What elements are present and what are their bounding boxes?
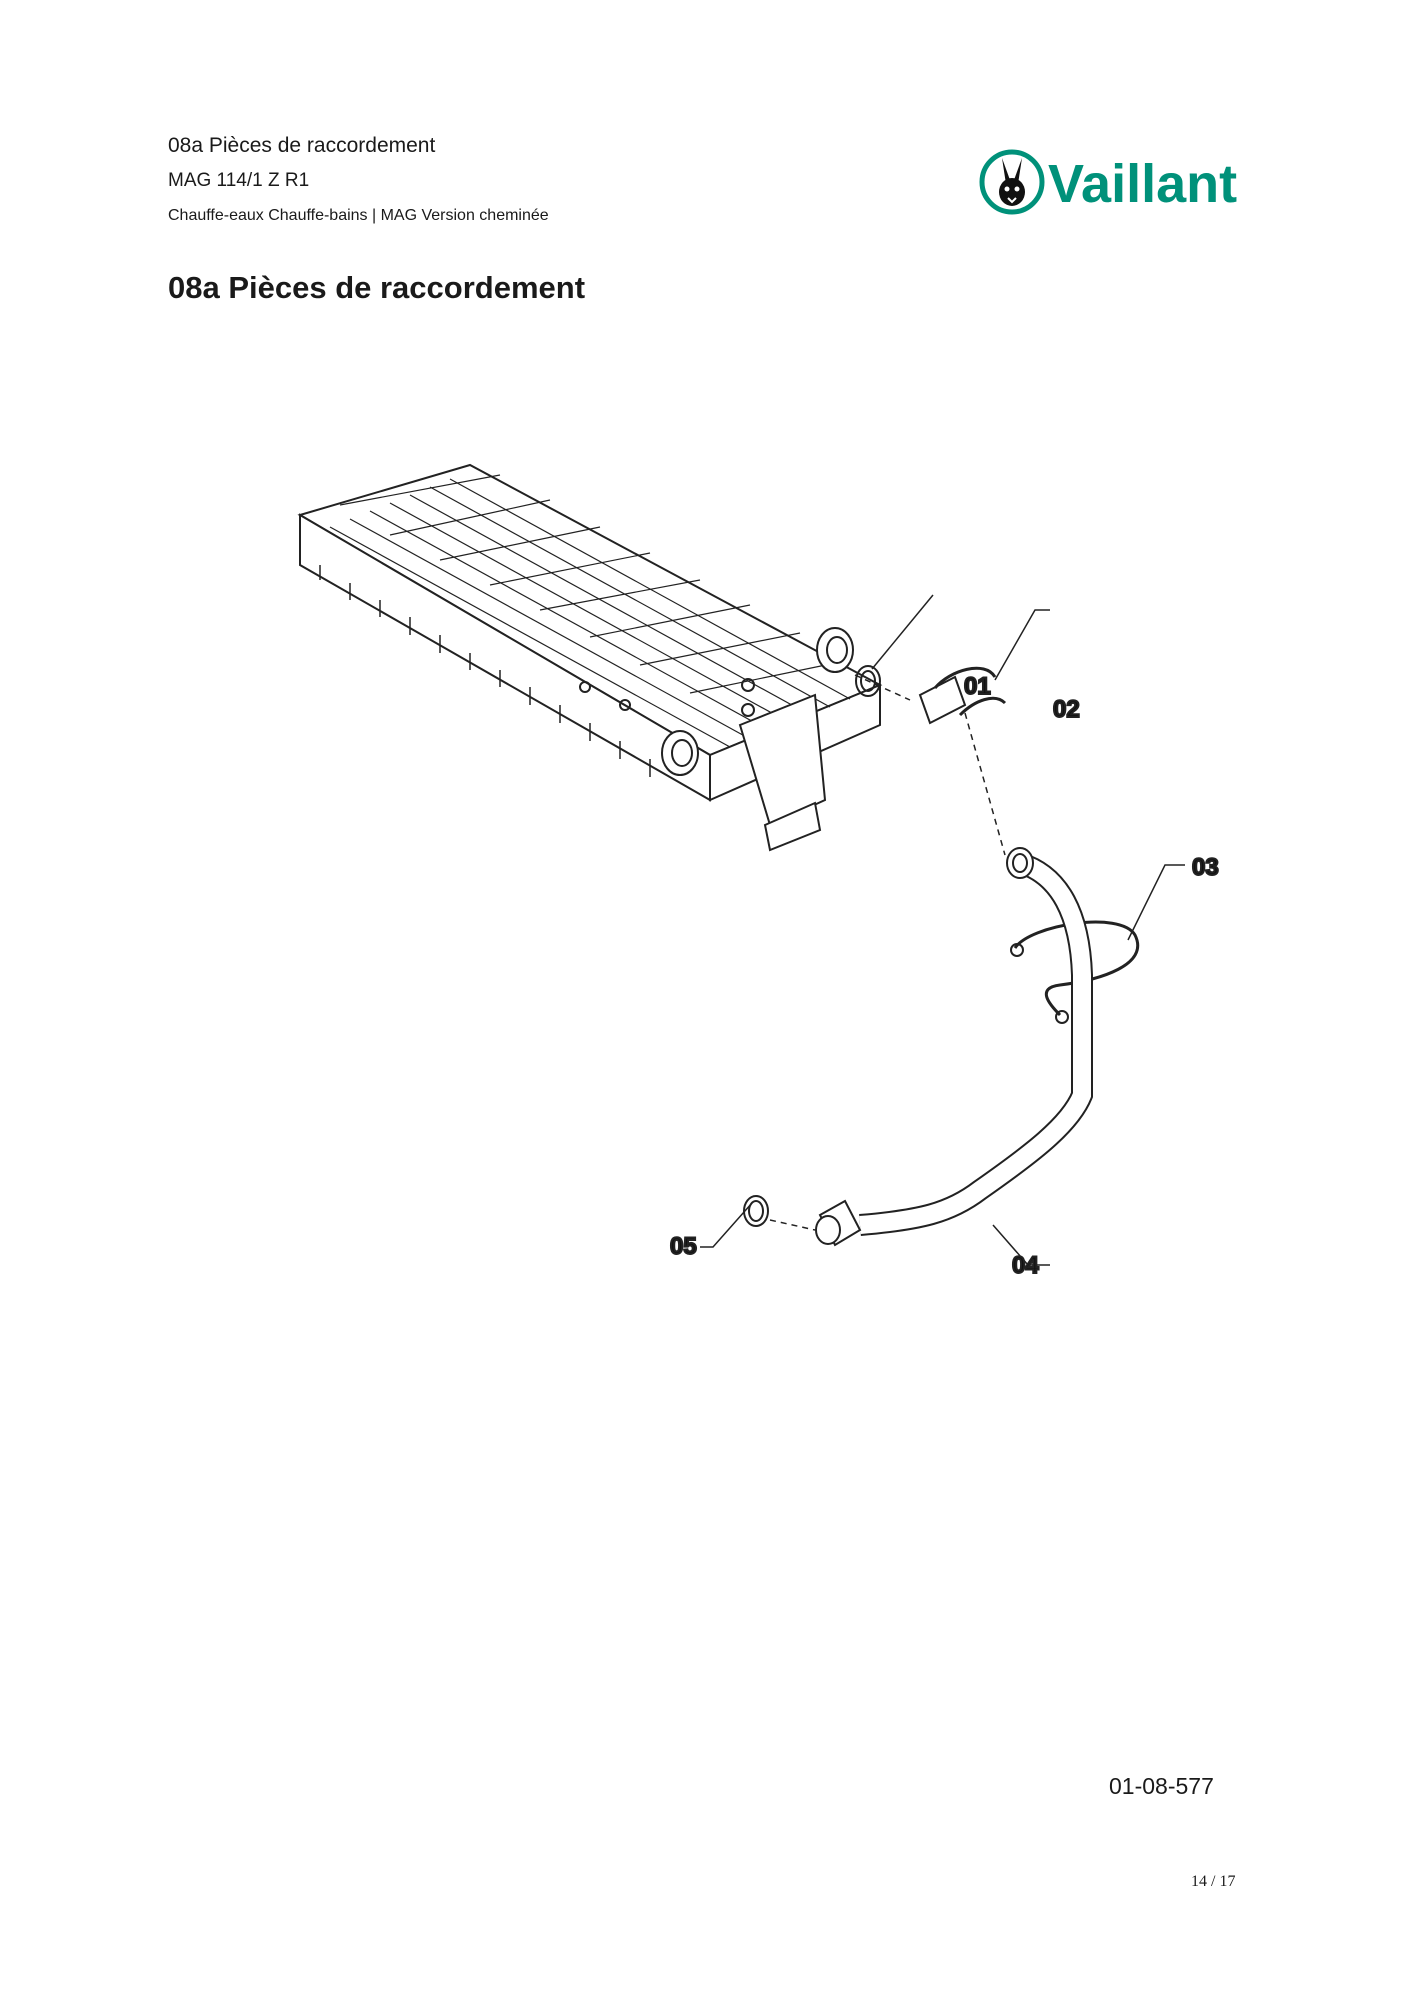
assembly-axis: [769, 674, 1006, 1231]
leader-lines: [700, 594, 1185, 1266]
callout-02: 02: [1053, 696, 1080, 723]
callout-05: 05: [670, 1233, 697, 1260]
page-number: 14 / 17: [1191, 1873, 1236, 1890]
vaillant-logo: Vaillant: [978, 140, 1248, 224]
retaining-clip-03: [1010, 920, 1139, 1024]
callout-01: 01: [964, 673, 991, 700]
header-model: MAG 114/1 Z R1: [168, 170, 310, 191]
heat-exchanger: [297, 463, 883, 852]
pipe-04: [815, 847, 1093, 1247]
washer-05: [743, 1195, 769, 1227]
header-section: 08a Pièces de raccordement: [168, 134, 436, 157]
clip-02: [918, 666, 1007, 725]
header-category: Chauffe-eaux Chauffe-bains | MAG Version…: [168, 207, 549, 224]
exploded-view-drawing: 01 02 03 04 05: [260, 455, 1240, 1325]
drawing-reference: 01-08-577: [1109, 1773, 1214, 1799]
gasket-01: [855, 665, 881, 697]
page-title: 08a Pièces de raccordement: [168, 270, 586, 305]
callout-04: 04: [1012, 1252, 1039, 1279]
hare-icon: [979, 149, 1045, 215]
callout-03: 03: [1192, 854, 1219, 881]
brand-name: Vaillant: [1048, 154, 1237, 214]
